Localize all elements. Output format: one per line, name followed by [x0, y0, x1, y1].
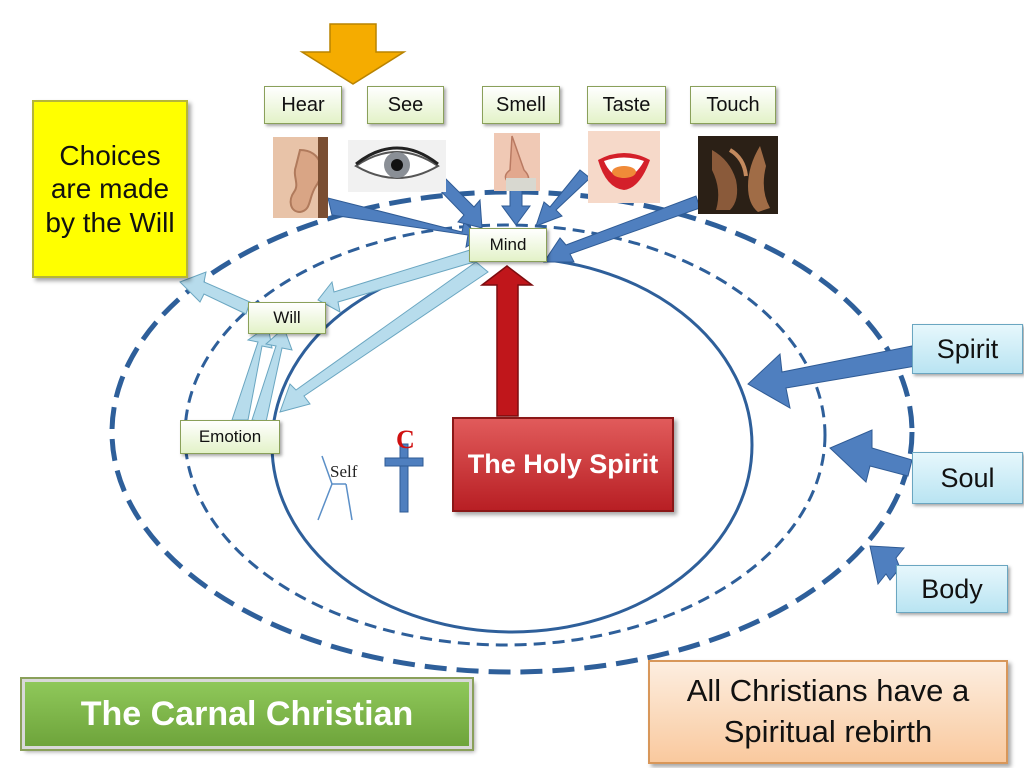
orange-pointer-arrow: [299, 23, 407, 85]
touch-label: Touch: [690, 86, 776, 124]
arrow-soul: [829, 429, 913, 483]
hear-label: Hear: [264, 86, 342, 124]
arrow-touch-to-mind: [543, 195, 701, 263]
arrow-will-to-choices: [179, 271, 251, 315]
arrow-emotion-to-will-2: [251, 327, 293, 423]
emotion-node: Emotion: [180, 420, 280, 454]
holy-spirit-box: The Holy Spirit: [452, 417, 674, 512]
arrow-smell-to-mind: [501, 189, 531, 226]
mind-node: Mind: [469, 228, 547, 262]
smell-label: Smell: [482, 86, 560, 124]
eye-photo: [348, 140, 446, 192]
will-node: Will: [248, 302, 326, 334]
rebirth-caption: All Christians have a Spiritual rebirth: [648, 660, 1008, 764]
body-label: Body: [896, 565, 1008, 613]
arrow-mind-to-emotion: [279, 261, 489, 413]
taste-label: Taste: [587, 86, 666, 124]
arrow-body: [869, 545, 905, 586]
self-label: Self: [330, 462, 358, 481]
arrow-spirit: [747, 345, 917, 409]
see-label: See: [367, 86, 444, 124]
chair-icon: [317, 455, 353, 521]
arrow-emotion-to-will: [231, 325, 273, 421]
cross-icon: [384, 443, 424, 513]
choices-callout: Choices are made by the Will: [32, 100, 188, 278]
spirit-label: Spirit: [912, 324, 1023, 374]
ear-photo: [273, 137, 328, 218]
hands-photo: [698, 136, 778, 214]
body-ellipse: [109, 189, 915, 675]
nose-photo: [494, 133, 540, 191]
arrow-taste-to-mind: [535, 169, 591, 227]
cross-letter: C: [396, 425, 415, 454]
soul-label: Soul: [912, 452, 1023, 504]
arrow-mind-to-will: [317, 249, 475, 313]
mouth-photo: [588, 131, 660, 203]
page-title: The Carnal Christian: [20, 677, 474, 751]
arrow-holy-spirit-to-mind: [479, 265, 535, 417]
